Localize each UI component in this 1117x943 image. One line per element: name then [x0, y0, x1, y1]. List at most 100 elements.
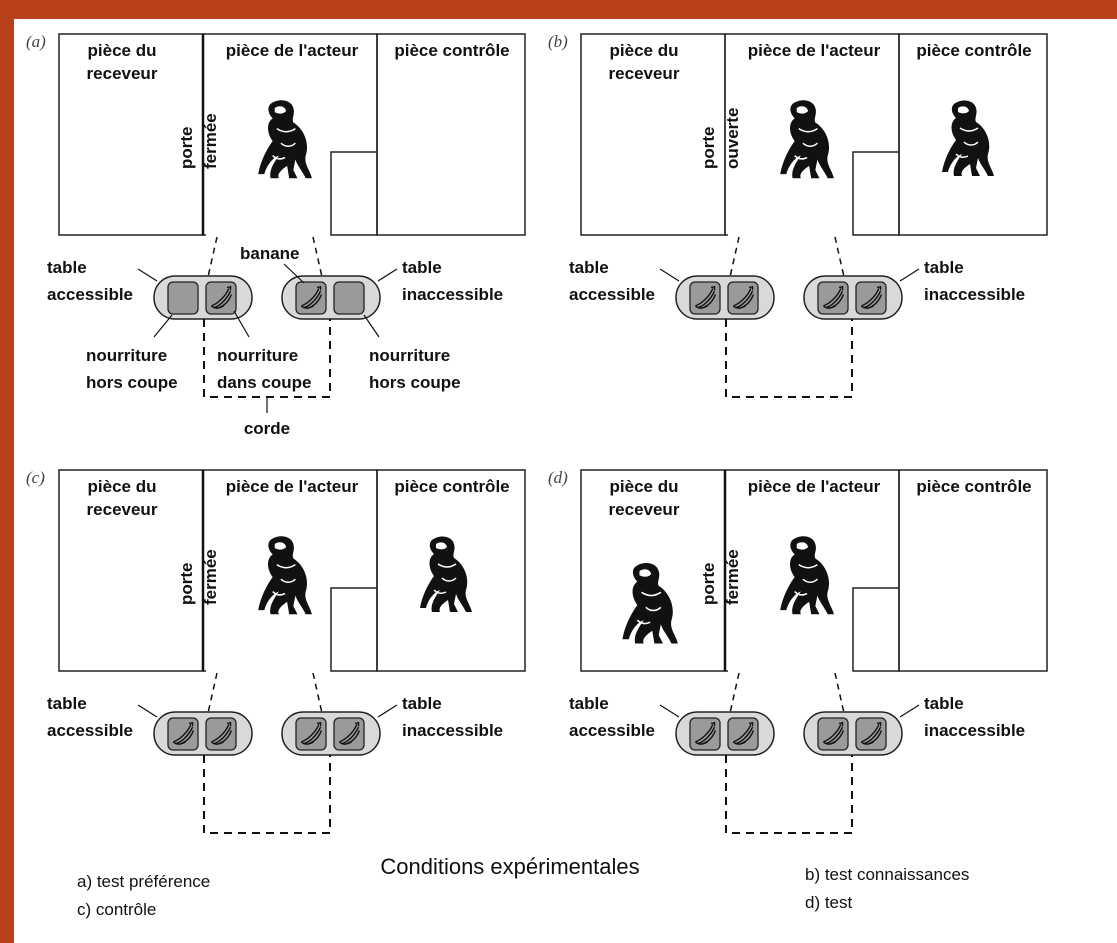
- table-left-label-line2: accessible: [569, 721, 655, 740]
- table-right-label-line2: inaccessible: [402, 285, 503, 304]
- room-control: [898, 469, 1048, 672]
- cup-right-2: [333, 717, 365, 751]
- table-left-label-line1: table: [47, 258, 87, 277]
- receiver-title-line1: pièce du: [88, 41, 157, 60]
- room-actor: [203, 469, 378, 672]
- actor-room-title: pièce de l'acteur: [748, 41, 881, 60]
- chimp-actor-icon: [257, 535, 313, 616]
- cup-right-1: [817, 717, 849, 751]
- cup-left-1: [689, 281, 721, 315]
- food-left-leader: [153, 314, 173, 338]
- legend-a: a) test préférence: [77, 872, 210, 891]
- cup-left-1: [167, 717, 199, 751]
- table-left-label-line1: table: [569, 694, 609, 713]
- actor-room-title: pièce de l'acteur: [226, 477, 359, 496]
- table-right-label-line1: table: [924, 694, 964, 713]
- food-right-label-line2: hors coupe: [369, 373, 461, 392]
- panel-d: (d) pièce du receveur pièce de l'acteur pièc…: [548, 468, 1048, 834]
- sight-line-right: [834, 236, 845, 278]
- sight-line-right: [312, 672, 323, 714]
- diagram-frame: (a) pièce du receveur pièce de l'acteur pièc…: [14, 19, 1117, 943]
- door-label: porte: [177, 563, 196, 606]
- food-right-leader: [363, 314, 380, 338]
- panel-label: (c): [26, 468, 45, 487]
- room-control: [376, 33, 526, 236]
- control-room-title: pièce contrôle: [916, 41, 1031, 60]
- sight-line-left: [729, 236, 740, 278]
- door-state-label: fermée: [201, 549, 220, 605]
- receiver-title-line1: pièce du: [610, 477, 679, 496]
- cup-left-1: [689, 717, 721, 751]
- table-right-label-line1: table: [402, 258, 442, 277]
- control-room-title: pièce contrôle: [916, 477, 1031, 496]
- door-label: porte: [177, 127, 196, 170]
- cup-right-2: [333, 281, 365, 315]
- receiver-title-line2: receveur: [87, 500, 158, 519]
- table-left-leader: [659, 268, 680, 282]
- chimp-actor-icon: [779, 535, 835, 616]
- table-right-leader: [899, 704, 920, 718]
- table-left-leader: [137, 704, 158, 718]
- cup-right-2: [855, 717, 887, 751]
- food-right-label-line1: nourriture: [369, 346, 450, 365]
- table-left-label-line2: accessible: [569, 285, 655, 304]
- actor-room-title: pièce de l'acteur: [748, 477, 881, 496]
- door-state-label: fermée: [723, 549, 742, 605]
- legend-d: d) test: [805, 893, 853, 912]
- banana-leader: [283, 263, 305, 284]
- table-right-leader: [377, 704, 398, 718]
- diagram-svg: (a) pièce du receveur pièce de l'acteur pièc…: [26, 32, 1048, 919]
- receiver-title-line2: receveur: [87, 64, 158, 83]
- room-control: [376, 469, 526, 672]
- panel-label: (d): [548, 468, 568, 487]
- food-middle-leader: [233, 310, 250, 338]
- table-left-label-line2: accessible: [47, 721, 133, 740]
- cup-left-2: [205, 717, 237, 751]
- rope-line: [203, 755, 331, 834]
- sight-line-left: [207, 672, 218, 714]
- food-middle-label-line1: nourriture: [217, 346, 298, 365]
- door-state-label: ouverte: [723, 108, 742, 169]
- cup-right-2: [855, 281, 887, 315]
- table-left-leader: [659, 704, 680, 718]
- receiver-title-line1: pièce du: [610, 41, 679, 60]
- caption-title: Conditions expérimentales: [380, 854, 639, 879]
- table-right-leader: [377, 268, 398, 282]
- chimp-actor-icon: [257, 99, 313, 180]
- cup-left-1: [167, 281, 199, 315]
- chimp-receiver-icon: [621, 562, 679, 645]
- panel-label: (a): [26, 32, 46, 51]
- sight-line-right: [834, 672, 845, 714]
- rope-label: corde: [244, 419, 290, 438]
- room-actor: [203, 33, 378, 236]
- door-label: porte: [699, 127, 718, 170]
- sight-line-left: [729, 672, 740, 714]
- room-actor: [725, 33, 900, 236]
- food-middle-label-line2: dans coupe: [217, 373, 311, 392]
- actor-room-title: pièce de l'acteur: [226, 41, 359, 60]
- table-right-label-line2: inaccessible: [402, 721, 503, 740]
- receiver-title-line1: pièce du: [88, 477, 157, 496]
- food-left-label-line2: hors coupe: [86, 373, 178, 392]
- sight-line-left: [207, 236, 218, 278]
- rope-line: [725, 319, 853, 398]
- cup-right-1: [295, 281, 327, 315]
- rope-line: [725, 755, 853, 834]
- panel-label: (b): [548, 32, 568, 51]
- door-label: porte: [699, 563, 718, 606]
- cup-right-1: [817, 281, 849, 315]
- receiver-title-line2: receveur: [609, 500, 680, 519]
- sight-line-right: [312, 236, 323, 278]
- control-room-title: pièce contrôle: [394, 41, 509, 60]
- cup-right-1: [295, 717, 327, 751]
- cup-left-2: [205, 281, 237, 315]
- table-right-leader: [899, 268, 920, 282]
- banana-label: banane: [240, 244, 300, 263]
- chimp-control-icon: [941, 99, 995, 177]
- table-right-label-line1: table: [924, 258, 964, 277]
- legend-c: c) contrôle: [77, 900, 156, 919]
- room-control: [898, 33, 1048, 236]
- door-state-label: fermée: [201, 113, 220, 169]
- control-room-title: pièce contrôle: [394, 477, 509, 496]
